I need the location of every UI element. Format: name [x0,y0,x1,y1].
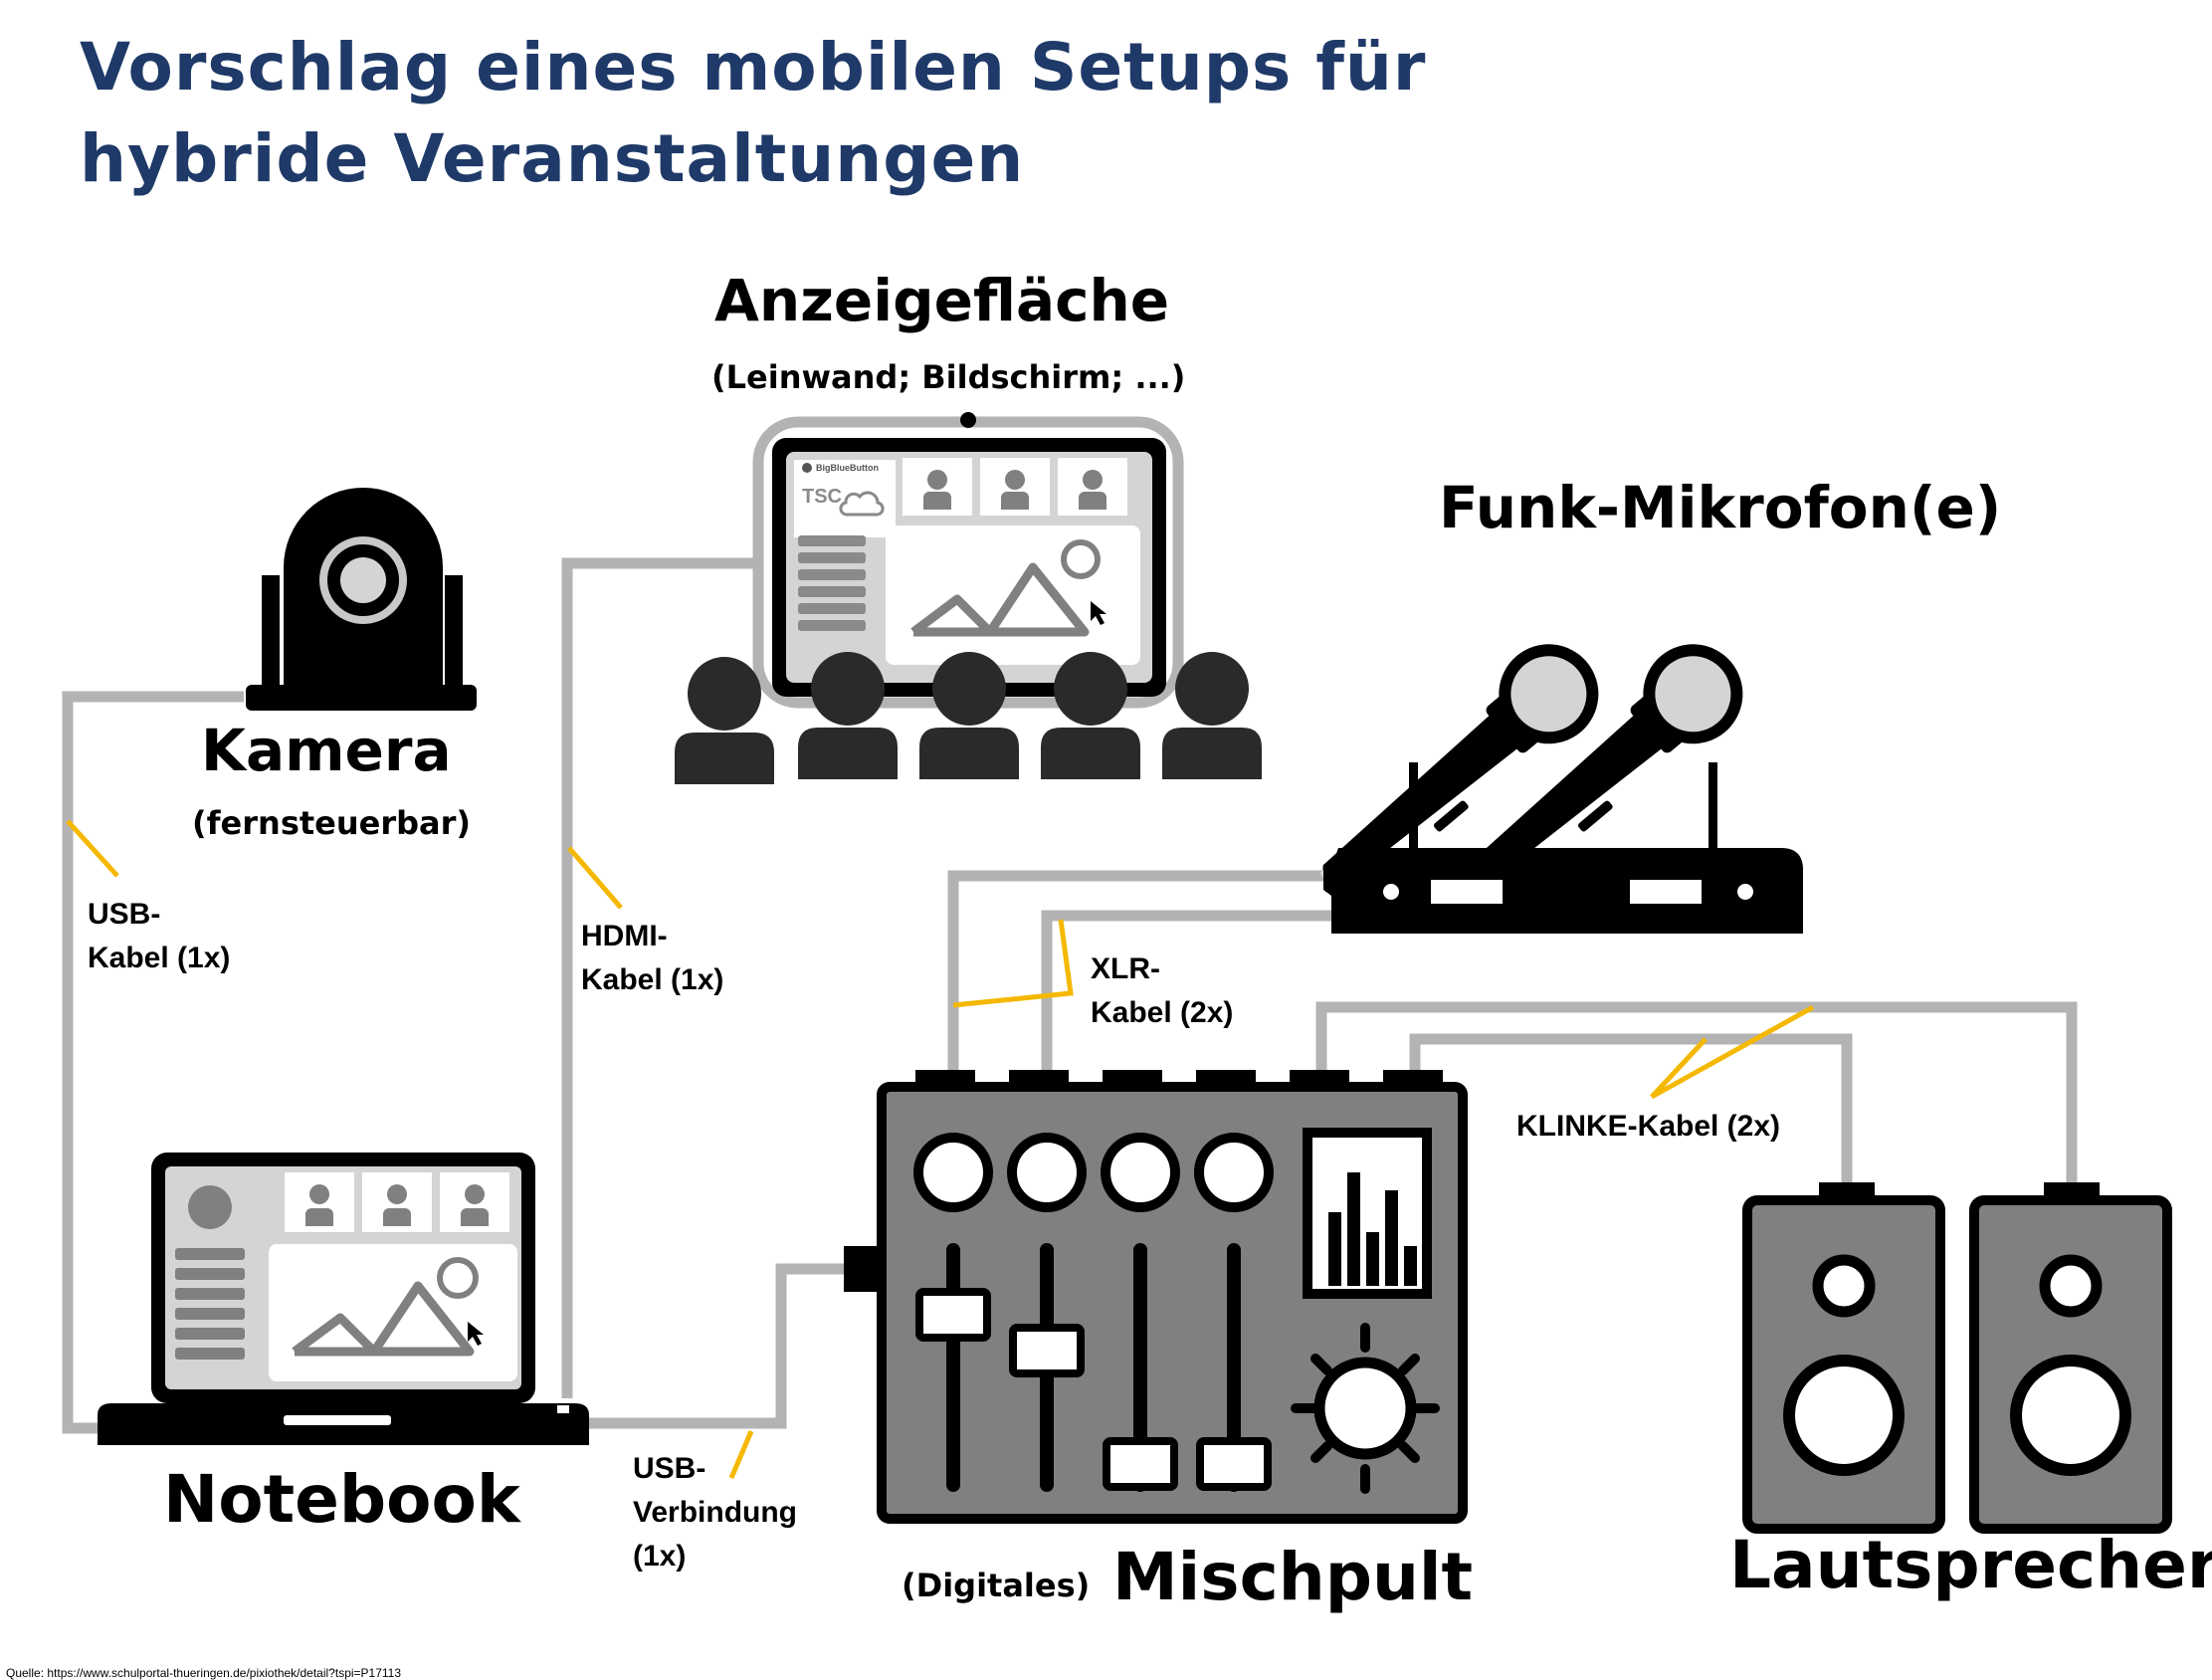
usb-camera-cable-label-2: Kabel (1x) [88,942,231,974]
title-line-1: Vorschlag eines mobilen Setups für [80,29,1427,105]
camera-label: Kamera [201,717,452,784]
mixer-prefix: (Digitales) [902,1567,1091,1604]
usb-mixer-cable-label-2: Verbindung [633,1496,797,1529]
microphones-label: Funk-Mikrofon(e) [1439,474,2002,541]
hdmi-cable-label-1: HDMI- [581,920,668,952]
hdmi-cable [561,557,754,1398]
title-line-2: hybride Veranstaltungen [80,120,1025,197]
klinke-cable-1 [1315,1001,2078,1184]
usb-camera-cable-label: USB- Kabel (1x) [88,893,230,980]
receiver-icon [1323,762,1803,934]
klinke-marker [1650,1004,1815,1100]
camera-sublabel: (fernsteuerbar) [192,804,472,842]
xlr-cable-label: XLR- Kabel (2x) [1091,947,1233,1035]
speakers-label: Lautsprecher [1729,1527,2212,1603]
xlr-cable-1 [947,870,1333,1080]
microphone-icon [1319,644,1743,889]
cable-markers [66,819,1815,1479]
usb-mixer-cable-label-3: (1x) [633,1540,687,1573]
display-app-name: BigBlueButton [816,463,879,473]
klinke-cable-label: KLINKE-Kabel (2x) [1516,1105,1780,1149]
usb-camera-marker [66,819,119,878]
notebook-label: Notebook [163,1461,520,1538]
hdmi-marker [567,846,623,910]
hdmi-cable-label: HDMI- Kabel (1x) [581,915,723,1002]
klinke-cable-label-1: KLINKE-Kabel (2x) [1516,1110,1781,1143]
usb-camera-cable-label-1: USB- [88,898,161,931]
notebook-icon [98,1153,589,1445]
xlr-cable-label-1: XLR- [1091,952,1160,985]
usb-mixer-cable-label-1: USB- [633,1452,706,1485]
hdmi-cable-label-2: Kabel (1x) [581,963,724,996]
mixer-label: Mischpult [1112,1539,1474,1615]
display-icon: BigBlueButton TSC [752,412,1184,709]
klinke-cable-2 [1409,1033,1853,1184]
xlr-marker [952,919,1074,1008]
xlr-cable-label-2: Kabel (2x) [1091,996,1234,1029]
usb-mixer-marker [728,1430,754,1479]
page-title: Vorschlag eines mobilen Setups für hybri… [80,22,1473,205]
display-label: Anzeigefläche [714,267,1170,334]
display-app-logo: TSC [802,486,842,508]
mixer-icon [844,1070,1468,1524]
usb-mixer-cable-label: USB- Verbindung (1x) [633,1447,797,1578]
camera-icon [246,488,477,711]
source-link[interactable]: Quelle: https://www.schulportal-thuering… [6,1666,402,1680]
display-sublabel: (Leinwand; Bildschirm; ...) [711,358,1186,396]
xlr-cable-2 [1041,910,1333,1080]
display-participant-tiles [903,458,1127,516]
speaker-icon [1742,1182,2172,1534]
audience-icon [675,652,1262,784]
usb-mixer-cable [577,1263,856,1429]
